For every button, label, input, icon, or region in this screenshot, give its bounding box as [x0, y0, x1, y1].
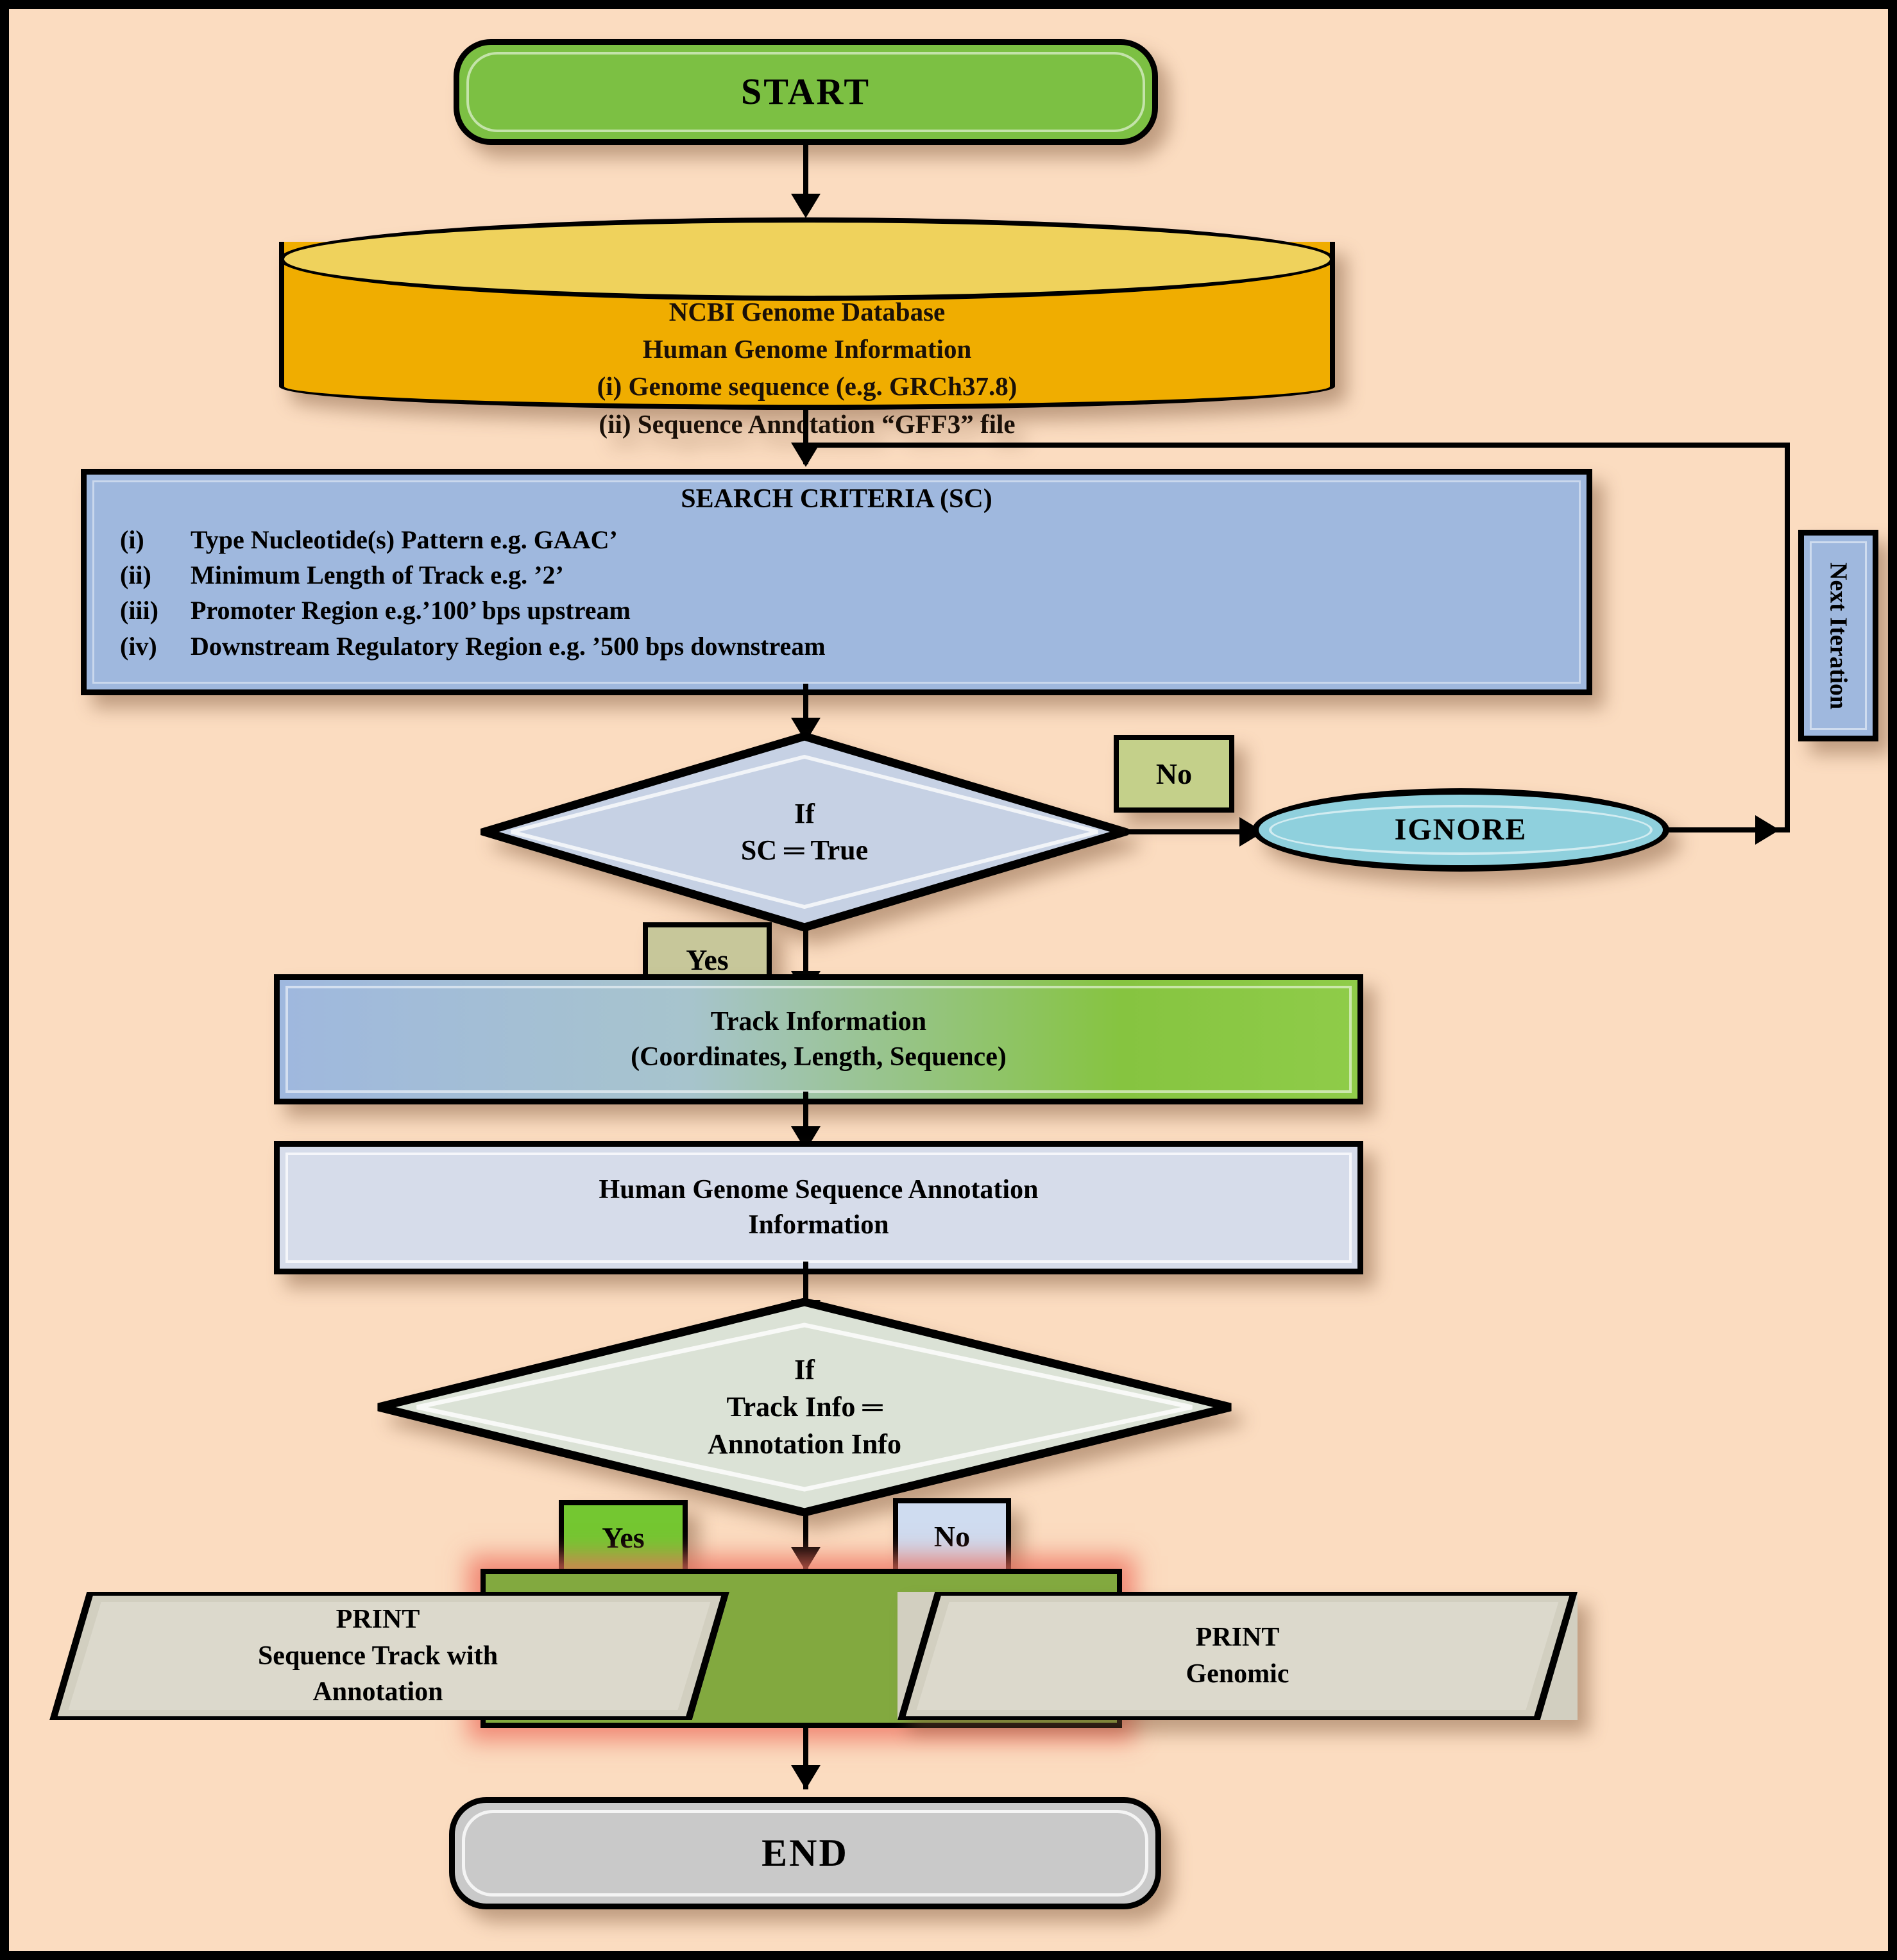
edge-decision-match-to-print	[803, 1508, 808, 1573]
ignore-bevel	[1269, 805, 1653, 855]
decision-match-line-3: Annotation Info	[708, 1428, 901, 1460]
edge-track-information-to-annotation-information	[803, 1092, 808, 1149]
database-line-1: NCBI Genome Database	[668, 297, 946, 326]
search-criteria-title: SEARCH CRITERIA (SC)	[681, 484, 992, 514]
start-label: START	[740, 71, 871, 113]
annotation-information-line-2: Information	[748, 1210, 889, 1240]
arrowhead-decision-match-to-print	[791, 1547, 821, 1571]
edge-annotation-to-decision-match	[803, 1262, 808, 1329]
node-print-genomic[interactable]: PRINT Genomic	[897, 1592, 1578, 1720]
decision-match-line-2: Track Info ═	[726, 1390, 883, 1423]
print-sequence-track-line-1: PRINT	[336, 1604, 420, 1634]
annotation-information-line-1: Human Genome Sequence Annotation	[599, 1175, 1039, 1205]
search-criteria-item-1: (i) Type Nucleotide(s) Pattern e.g. GAAC…	[120, 522, 1587, 557]
decision-sc-line-2: SC ═ True	[740, 834, 869, 866]
decision-sc-line-1: If	[794, 797, 815, 829]
search-criteria-marker-2: (ii)	[120, 561, 151, 590]
search-criteria-text-3: Promoter Region e.g.’100’ bps upstream	[191, 596, 631, 625]
node-decision-match[interactable]: If Track Info ═ Annotation Info	[375, 1298, 1234, 1516]
end-label: END	[761, 1832, 849, 1874]
print-sequence-track-line-2: Sequence Track with	[257, 1641, 498, 1671]
print-sequence-track-text: PRINT Sequence Track with Annotation	[49, 1592, 729, 1720]
print-sequence-track-line-3: Annotation	[312, 1677, 443, 1707]
database-line-3: (i) Genome sequence (e.g. GRCh37.8)	[597, 371, 1017, 401]
arrowhead-print-to-end	[791, 1765, 821, 1789]
decision-match-label: If Track Info ═ Annotation Info	[375, 1298, 1234, 1516]
database-top-ellipse	[279, 217, 1335, 301]
arrowhead-loop-into-riser	[1755, 815, 1780, 845]
search-criteria-item-3: (iii) Promoter Region e.g.’100’ bps upst…	[120, 593, 1587, 628]
search-criteria-marker-3: (iii)	[120, 596, 158, 625]
edge-label-match-no: No	[893, 1498, 1011, 1575]
edge-label-sc-no: No	[1114, 735, 1234, 813]
search-criteria-item-4: (iv) Downstream Regulatory Region e.g. ’…	[120, 629, 1587, 664]
search-criteria-list: (i) Type Nucleotide(s) Pattern e.g. GAAC…	[87, 522, 1587, 664]
edge-loop-riser	[1785, 443, 1790, 830]
end-bevel	[462, 1810, 1148, 1897]
decision-match-line-1: If	[794, 1353, 815, 1385]
node-end[interactable]: END	[449, 1797, 1161, 1909]
decision-sc-label: If SC ═ True	[481, 732, 1128, 931]
edge-decision-sc-to-track-information	[803, 927, 808, 997]
ignore-label: IGNORE	[1394, 813, 1527, 847]
database-line-2: Human Genome Information	[642, 334, 972, 364]
search-criteria-text-4: Downstream Regulatory Region e.g. ’500 b…	[191, 631, 826, 661]
start-bevel	[466, 52, 1145, 132]
edge-ignore-to-loop-right	[1668, 827, 1790, 832]
edge-decision-sc-to-ignore	[1125, 829, 1254, 834]
node-print-sequence-track[interactable]: PRINT Sequence Track with Annotation	[49, 1592, 729, 1720]
track-information-line-1: Track Information	[710, 1006, 927, 1036]
arrowhead-start-to-database	[791, 194, 821, 218]
node-start[interactable]: START	[454, 39, 1158, 145]
search-criteria-text-2: Minimum Length of Track e.g. ’2’	[191, 561, 564, 590]
print-genomic-line-2: Genomic	[1186, 1659, 1289, 1689]
search-criteria-item-2: (ii) Minimum Length of Track e.g. ’2’	[120, 557, 1587, 593]
annotation-information-text: Human Genome Sequence Annotation Informa…	[280, 1147, 1357, 1269]
track-information-line-2: (Coordinates, Length, Sequence)	[631, 1042, 1007, 1072]
node-decision-sc[interactable]: If SC ═ True	[481, 732, 1128, 931]
edge-print-to-end	[803, 1725, 808, 1789]
node-ignore[interactable]: IGNORE	[1252, 788, 1669, 872]
next-iteration-label: Next Iteration	[1825, 562, 1852, 709]
node-track-information[interactable]: Track Information (Coordinates, Length, …	[274, 974, 1363, 1104]
edge-search-criteria-to-decision-sc	[803, 684, 808, 743]
edge-start-to-database	[803, 145, 808, 212]
node-next-iteration[interactable]: Next Iteration	[1798, 530, 1878, 741]
search-criteria-marker-1: (i)	[120, 525, 144, 554]
edge-label-match-yes: Yes	[559, 1500, 688, 1575]
print-genomic-text: PRINT Genomic	[897, 1592, 1578, 1720]
track-information-text: Track Information (Coordinates, Length, …	[280, 980, 1357, 1099]
print-genomic-line-1: PRINT	[1195, 1623, 1280, 1653]
node-annotation-information[interactable]: Human Genome Sequence Annotation Informa…	[274, 1141, 1363, 1274]
search-criteria-marker-4: (iv)	[120, 631, 157, 661]
node-database[interactable]: NCBI Genome Database Human Genome Inform…	[279, 217, 1335, 439]
node-search-criteria[interactable]: SEARCH CRITERIA (SC) (i) Type Nucleotide…	[81, 469, 1592, 695]
edge-database-to-search-criteria	[803, 407, 808, 464]
search-criteria-text-1: Type Nucleotide(s) Pattern e.g. GAAC’	[191, 525, 618, 554]
edge-loop-top-return	[803, 443, 1790, 448]
decision-sc-shape	[481, 732, 1128, 931]
